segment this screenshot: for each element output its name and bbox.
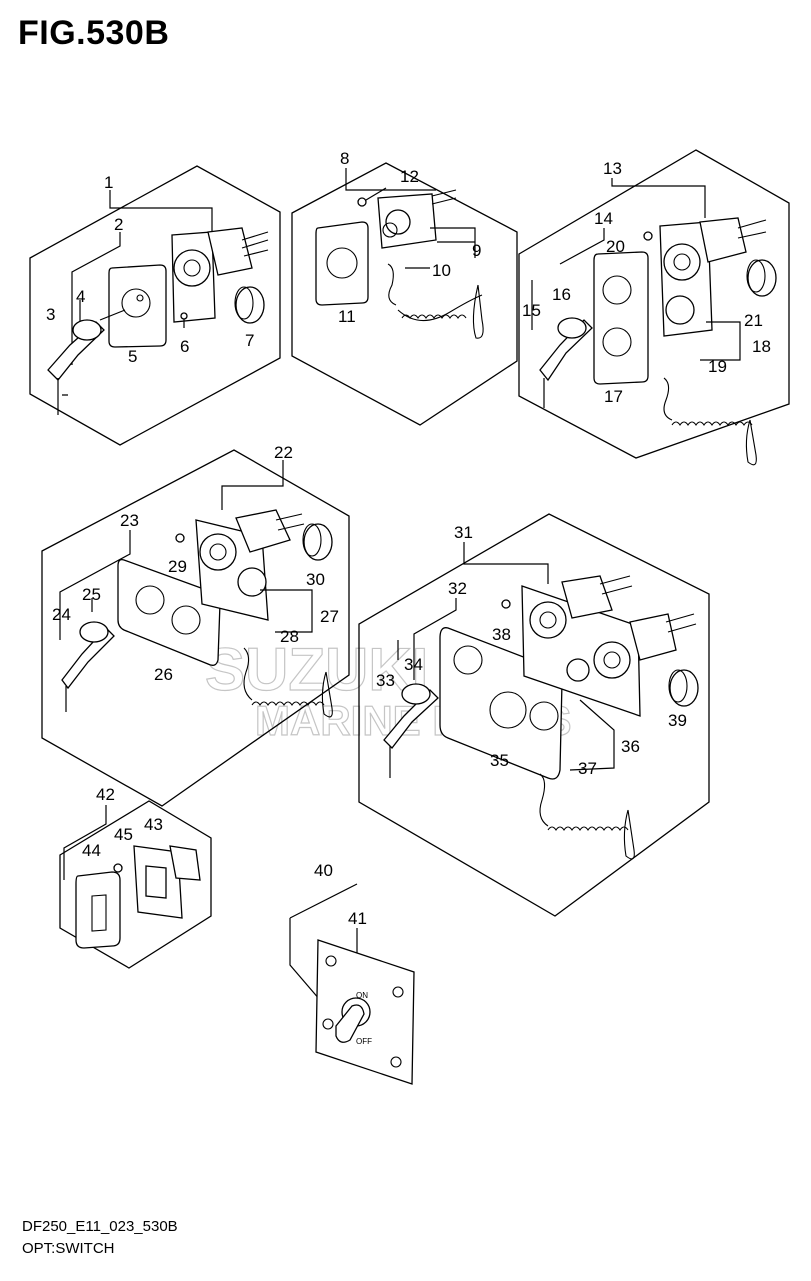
callout-20: 20 [606, 237, 625, 256]
callout-41: 41 [348, 909, 367, 928]
callout-39: 39 [668, 711, 687, 730]
callout-17: 17 [604, 387, 623, 406]
callout-7: 7 [245, 331, 254, 350]
callout-10: 10 [432, 261, 451, 280]
callout-31: 31 [454, 523, 473, 542]
callout-15: 15 [522, 301, 541, 320]
callout-24: 24 [52, 605, 71, 624]
callout-34: 34 [404, 655, 423, 674]
callout-22: 22 [274, 443, 293, 462]
callout-45: 45 [114, 825, 133, 844]
callout-6: 6 [180, 337, 189, 356]
callout-1: 1 [104, 173, 113, 192]
callout-33: 33 [376, 671, 395, 690]
callout-36: 36 [621, 737, 640, 756]
callout-11: 11 [338, 307, 356, 326]
callout-23: 23 [120, 511, 139, 530]
callout-9: 9 [472, 241, 481, 260]
assembly-group-8 [291, 162, 518, 426]
callout-43: 43 [144, 815, 163, 834]
assembly-group-31 [358, 513, 710, 917]
assembly-group-40: ON OFF [289, 883, 415, 1085]
callout-37: 37 [578, 759, 597, 778]
callout-14: 14 [594, 209, 613, 228]
svg-text:OFF: OFF [356, 1037, 372, 1046]
model-code: DF250_E11_023_530B [22, 1218, 178, 1235]
callout-18: 18 [752, 337, 771, 356]
callout-13: 13 [603, 159, 622, 178]
callout-26: 26 [154, 665, 173, 684]
section-name: OPT:SWITCH [22, 1240, 115, 1257]
svg-text:ON: ON [356, 991, 368, 1000]
callout-3: 3 [46, 305, 55, 324]
callout-5: 5 [128, 347, 137, 366]
callout-4: 4 [76, 287, 85, 306]
assembly-group-13 [518, 149, 790, 466]
callout-labels: 1 2 3 4 5 6 7 8 9 10 11 12 13 14 15 16 1… [46, 149, 771, 928]
figure-title: FIG.530B [18, 14, 170, 52]
callout-44: 44 [82, 841, 101, 860]
watermark-line1: SUZUKI [205, 636, 428, 703]
callout-2: 2 [114, 215, 123, 234]
callout-27: 27 [320, 607, 339, 626]
assembly-group-42 [59, 800, 212, 969]
callout-38: 38 [492, 625, 511, 644]
callout-29: 29 [168, 557, 187, 576]
callout-8: 8 [340, 149, 349, 168]
callout-28: 28 [280, 627, 299, 646]
callout-12: 12 [400, 167, 419, 186]
callout-32: 32 [448, 579, 467, 598]
callout-35: 35 [490, 751, 509, 770]
callout-19: 19 [708, 357, 727, 376]
assembly-group-22 [41, 449, 350, 807]
callout-21: 21 [744, 311, 763, 330]
assembly-group-1 [29, 165, 281, 446]
callout-30: 30 [306, 570, 325, 589]
callout-42: 42 [96, 785, 115, 804]
callout-40: 40 [314, 861, 333, 880]
callout-16: 16 [552, 285, 571, 304]
callout-25: 25 [82, 585, 101, 604]
